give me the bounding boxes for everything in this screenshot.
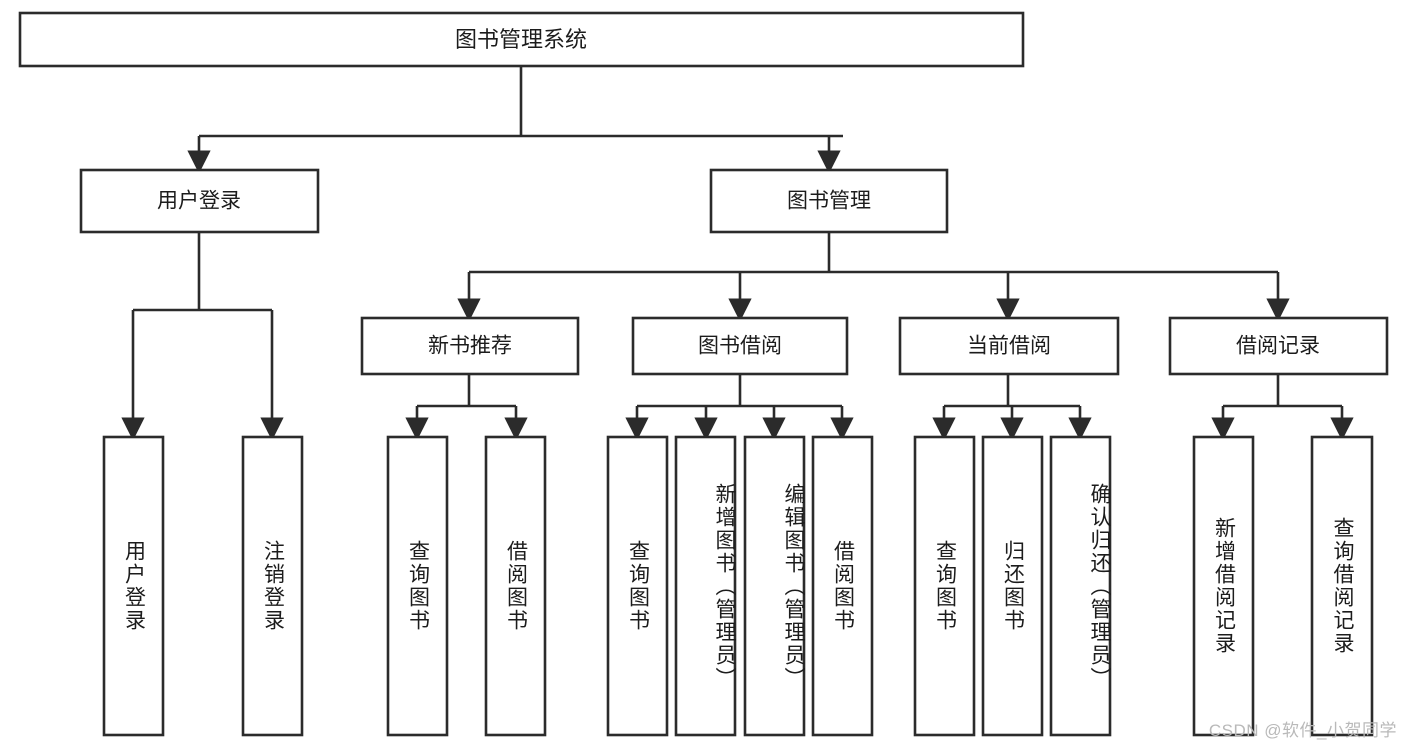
leaf-box-add-book-admin[interactable]	[674, 435, 737, 737]
node-root-label: 图书管理系统	[455, 27, 587, 52]
leaf-box-logout[interactable]	[241, 435, 304, 737]
leaf-box-borrow-book-new[interactable]	[484, 435, 547, 737]
leaf-box-add-record[interactable]	[1192, 435, 1255, 737]
leaf-box-user-login[interactable]	[102, 435, 165, 737]
node-book-mgmt[interactable]: 图书管理	[709, 168, 949, 234]
leaf-box-return-book[interactable]	[981, 435, 1044, 737]
node-borrow[interactable]: 图书借阅	[631, 316, 849, 376]
leaf-box-query-book-new[interactable]	[386, 435, 449, 737]
csdn-watermark: CSDN @软件_小贺同学	[1208, 721, 1397, 740]
node-user-login-label: 用户登录	[157, 190, 241, 213]
node-borrow-box[interactable]	[631, 316, 849, 376]
leaf-box-query-book[interactable]	[606, 435, 669, 737]
connector-group-user-login	[121, 232, 284, 441]
node-root[interactable]: 图书管理系统	[18, 11, 1025, 68]
leaf-box-query-record[interactable]	[1310, 435, 1374, 737]
node-borrow-records-box[interactable]	[1168, 316, 1389, 376]
node-current-borrow-box[interactable]	[898, 316, 1120, 376]
node-book-mgmt-box[interactable]	[709, 168, 949, 234]
node-borrow-records[interactable]: 借阅记录	[1168, 316, 1389, 376]
leaf-box-confirm-return[interactable]	[1049, 435, 1112, 737]
node-new-books[interactable]: 新书推荐	[360, 316, 580, 376]
node-new-books-label: 新书推荐	[428, 335, 512, 358]
connector-group-current	[932, 374, 1092, 441]
node-book-mgmt-label: 图书管理	[787, 190, 871, 213]
connector-group-root	[187, 66, 843, 174]
node-borrow-records-label: 借阅记录	[1236, 335, 1320, 358]
connector-group-borrow	[625, 374, 854, 441]
leaf-box-query-book-cur[interactable]	[913, 435, 976, 737]
node-current-borrow-label: 当前借阅	[967, 335, 1051, 358]
leaf-box-edit-book-admin[interactable]	[743, 435, 806, 737]
node-user-login-box[interactable]	[79, 168, 320, 234]
node-user-login[interactable]: 用户登录	[79, 168, 320, 234]
connector-group-records	[1211, 374, 1354, 441]
node-root-box[interactable]	[18, 11, 1025, 68]
leaf-box-group	[102, 435, 1374, 737]
node-borrow-label: 图书借阅	[698, 335, 782, 358]
node-new-books-box[interactable]	[360, 316, 580, 376]
node-current-borrow[interactable]: 当前借阅	[898, 316, 1120, 376]
leaf-box-borrow-book[interactable]	[811, 435, 874, 737]
connector-group-new-books	[405, 374, 528, 441]
connector-group-book-mgmt	[457, 232, 1290, 322]
